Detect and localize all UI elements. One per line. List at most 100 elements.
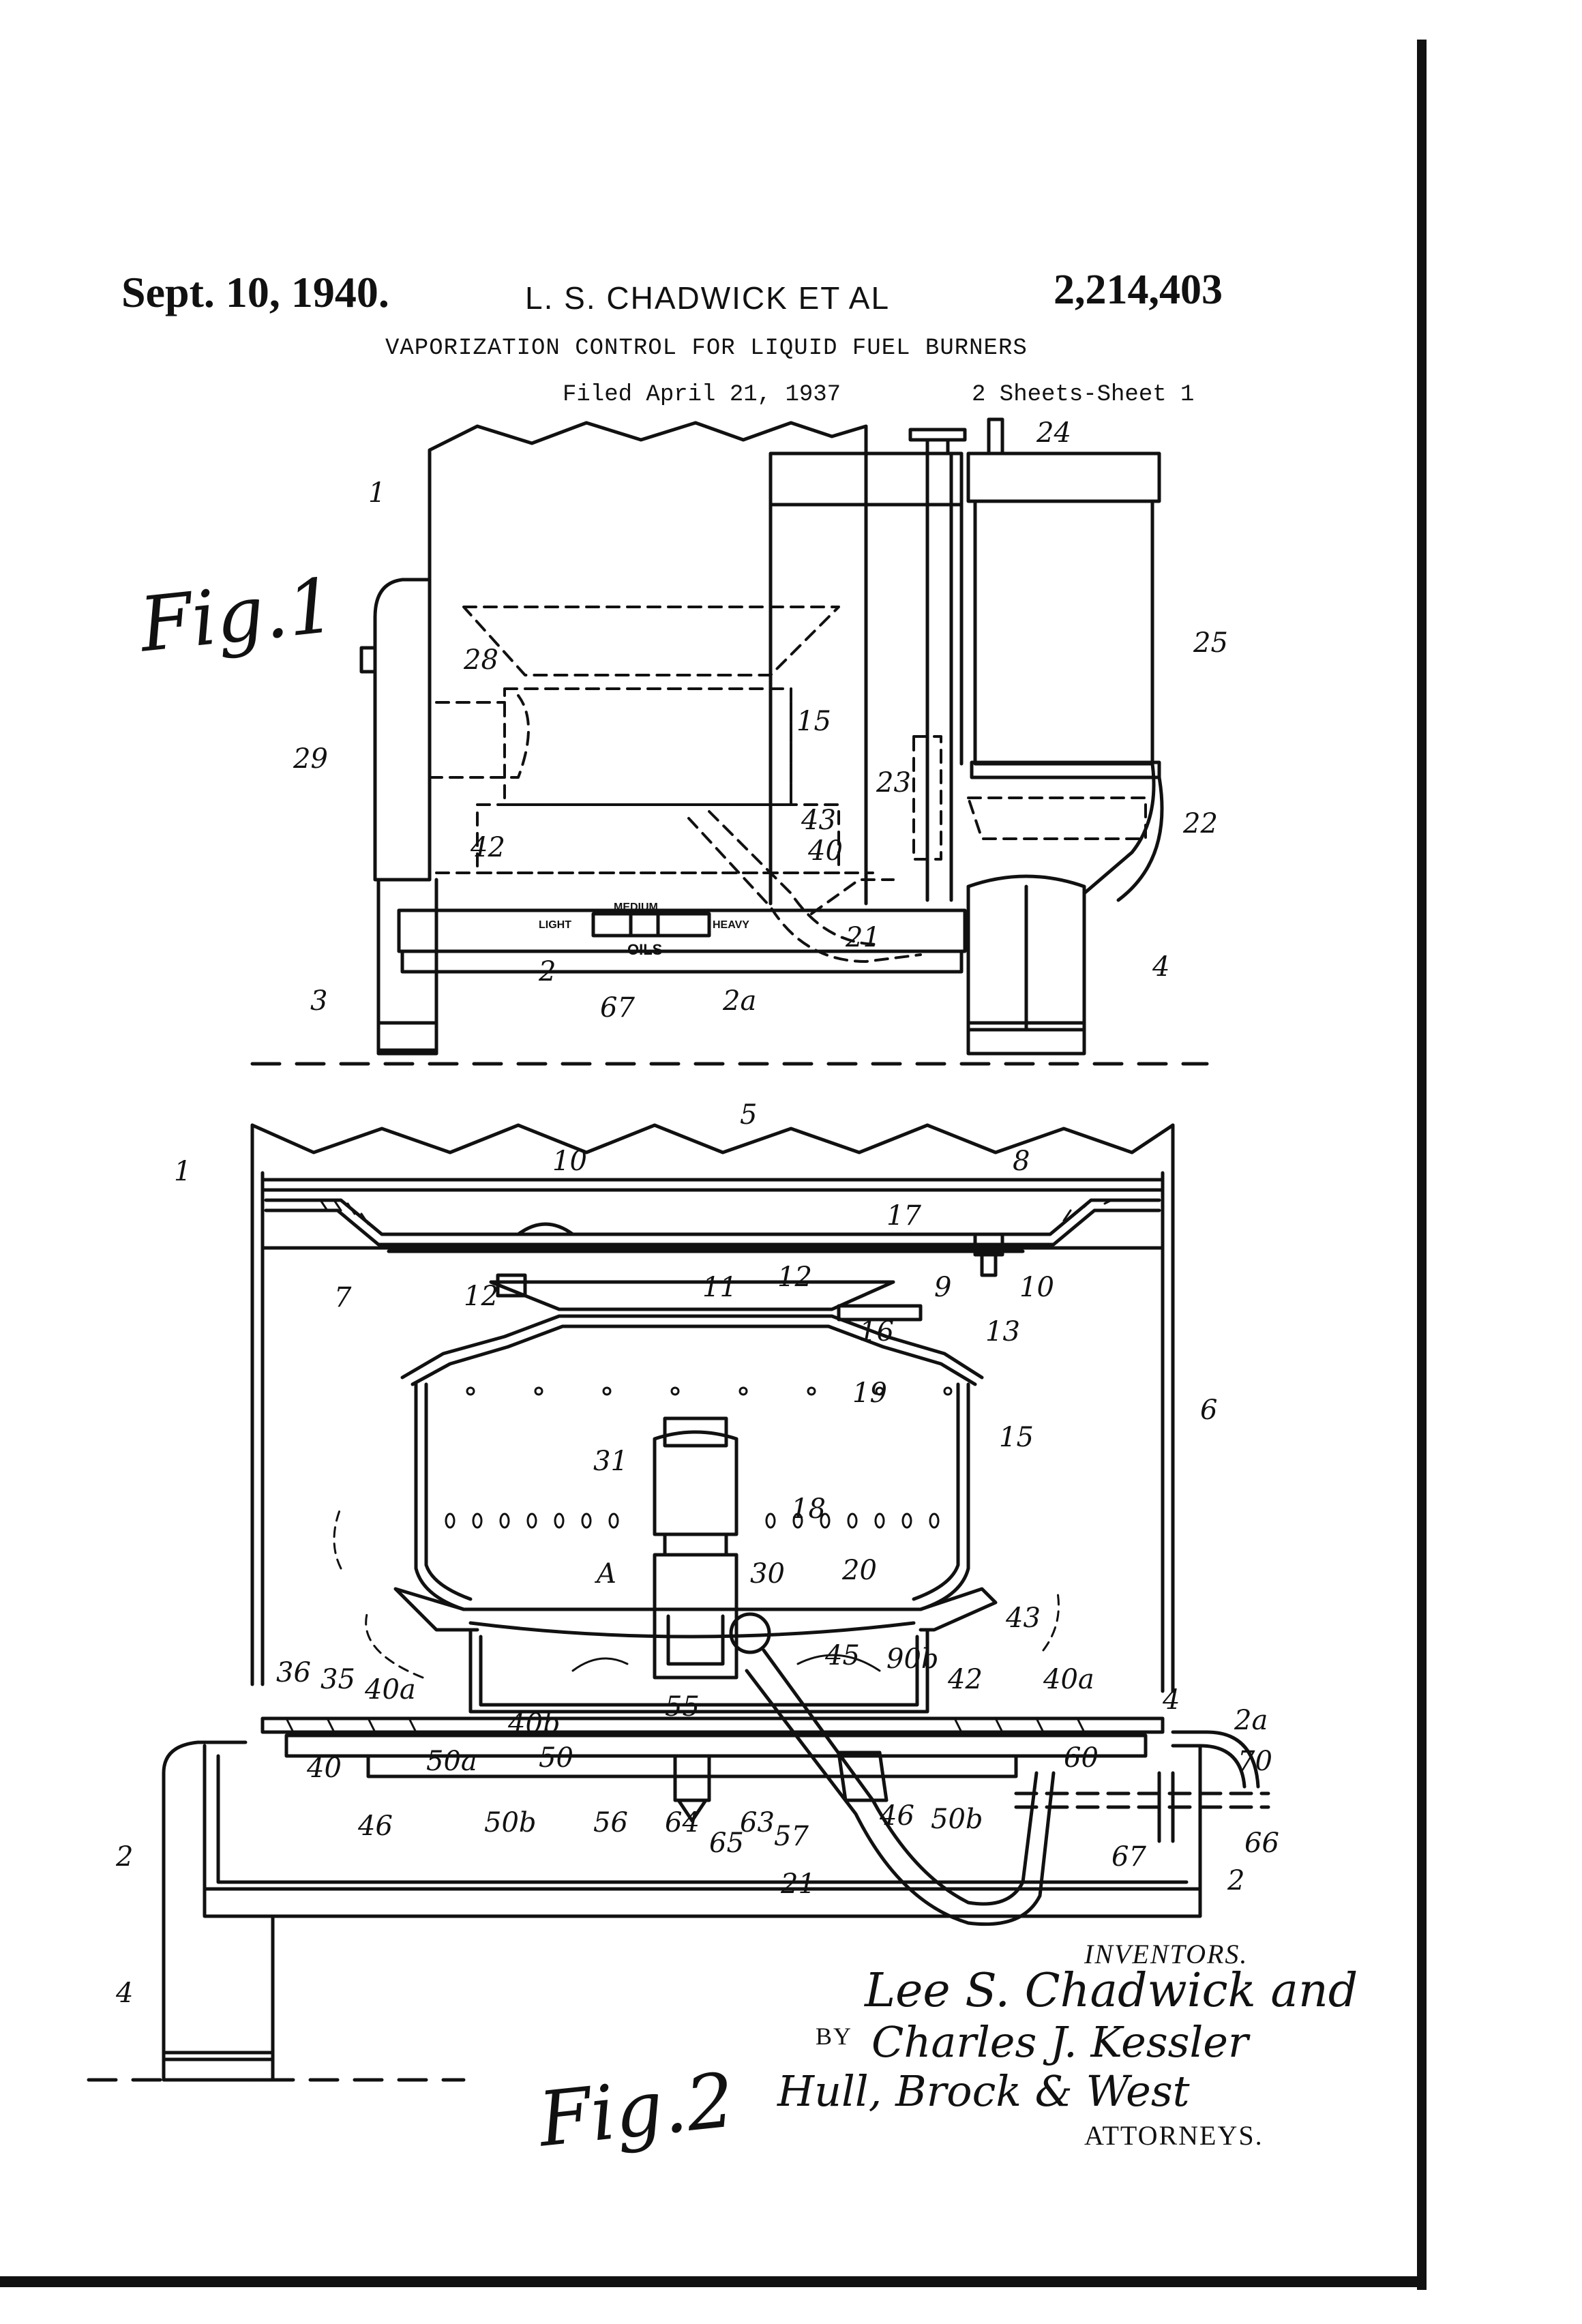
fig2-ref-52: 4 xyxy=(116,1978,133,2009)
attorneys-label: ATTORNEYS. xyxy=(1084,2119,1264,2151)
fig2-ref-5: 12 xyxy=(464,1281,498,1312)
fig1-hidden-top-bowl xyxy=(464,607,839,675)
fig1-dial-oils: OILS xyxy=(627,941,662,959)
fig2-ref-50: 21 xyxy=(781,1868,816,1900)
fig1-ref-1: 24 xyxy=(1036,417,1071,449)
fig1-hidden-lines xyxy=(430,607,1146,962)
fig2-ref-6: 11 xyxy=(702,1272,737,1303)
fig2-hatch-sections xyxy=(286,1200,1111,1732)
fig2-cup-20-inner xyxy=(668,1616,723,1664)
fig1-hidden-pipe-21 xyxy=(689,818,921,962)
fig1-tank-25-cap xyxy=(968,453,1159,501)
fig2-ref-26: 90b xyxy=(886,1643,939,1675)
fig2-ref-30: 2a xyxy=(1234,1705,1268,1736)
fig2-airflow-left2 xyxy=(366,1609,423,1678)
fig2-drawing xyxy=(89,1125,1268,2080)
fig2-ref-28: 40a xyxy=(1043,1664,1094,1695)
fig2-ref-7: 12 xyxy=(777,1262,812,1293)
fig2-ref-46: 50b xyxy=(931,1804,983,1835)
fig1-ref-12: 4 xyxy=(1152,951,1169,983)
fig2-hole-row-18 xyxy=(446,1514,938,1528)
attorneys-signature: Hull, Brock & West xyxy=(777,2066,1190,2116)
fig1-tank-25-body xyxy=(975,501,1152,764)
fig1-dial-pointer xyxy=(631,914,658,936)
fig2-ref-3: 10 xyxy=(552,1146,587,1177)
fig1-dial-medium: MEDIUM xyxy=(614,902,658,914)
fig2-ref-2: 8 xyxy=(1013,1146,1030,1177)
fig2-cylinder-neck xyxy=(665,1534,726,1555)
fig2-ref-29: 4 xyxy=(1163,1684,1180,1716)
fig2-pot-15-left xyxy=(416,1384,464,1609)
fig2-ref-15: 15 xyxy=(999,1422,1034,1453)
inventor2-signature: Charles J. Kessler xyxy=(871,2017,1249,2067)
fig2-ref-51: 2 xyxy=(116,1841,133,1873)
inventor1-signature: Lee S. Chadwick and xyxy=(865,1964,1358,2018)
fig1-hidden-pot-15 xyxy=(436,702,791,798)
fig2-ref-49: 2 xyxy=(1227,1865,1244,1896)
fig2-ref-23: 35 xyxy=(320,1664,355,1695)
fig2-ref-44: 57 xyxy=(774,1821,809,1852)
fig2-ref-16: 31 xyxy=(593,1446,628,1477)
fig1-drawing xyxy=(252,419,1207,1064)
fig1-ref-2: 25 xyxy=(1193,627,1228,659)
fig2-pot-15-right xyxy=(921,1384,968,1609)
fig2-ref-13: 19 xyxy=(852,1377,887,1409)
fig1-vent-pipe xyxy=(989,419,1002,453)
fig2-right-bracket-2a xyxy=(1173,1746,1244,1787)
fig2-airflow-inner xyxy=(573,1658,627,1671)
fig1-feed-pipe xyxy=(927,453,951,900)
fig2-ref-31: 55 xyxy=(665,1691,700,1723)
fig1-door-knob xyxy=(361,648,375,672)
fig2-cylinder-30 xyxy=(655,1555,736,1609)
by-label: BY xyxy=(816,2022,852,2051)
fig2-airflow-left xyxy=(334,1507,341,1568)
fig1-ref-7: 22 xyxy=(1183,808,1218,839)
fig1-dial-plate xyxy=(593,914,709,936)
fig2-ref-37: 70 xyxy=(1238,1746,1272,1777)
fig2-ref-19: 30 xyxy=(750,1558,785,1590)
fig2-ref-11: 16 xyxy=(859,1316,894,1347)
fig1-ref-16: 3 xyxy=(310,985,327,1017)
fig1-door-29 xyxy=(375,580,430,880)
fig2-ref-25: 45 xyxy=(825,1640,860,1671)
fig2-base-2 xyxy=(205,1746,1200,1889)
fig1-ref-14: 67 xyxy=(600,992,635,1024)
fig1-base-lip xyxy=(402,951,961,972)
fig1-ref-11: 21 xyxy=(846,922,880,953)
fig2-ref-20: 20 xyxy=(842,1555,877,1586)
fig2-ref-38: 46 xyxy=(358,1811,393,1842)
fig2-ref-10: 7 xyxy=(334,1282,351,1313)
fig1-ref-6: 23 xyxy=(876,767,911,799)
fig1-dial-heavy: HEAVY xyxy=(713,919,749,932)
fig2-ref-21: 43 xyxy=(1006,1603,1041,1634)
fig2-ref-43: 63 xyxy=(740,1807,775,1838)
fig2-ref-0: 5 xyxy=(740,1099,757,1131)
fig2-top-deflector-inner xyxy=(266,1210,1159,1245)
fig1-cap-24 xyxy=(910,430,965,453)
fig2-ref-34: 50a xyxy=(426,1746,477,1777)
fig1-hidden-base-tray xyxy=(477,805,839,873)
fig2-base-plate-40-lower xyxy=(286,1735,1146,1756)
fig1-ref-4: 15 xyxy=(796,706,831,737)
fig1-ref-0: 1 xyxy=(368,477,385,509)
fig2-ref-35: 50 xyxy=(539,1742,573,1774)
fig2-left-leg-4-foot xyxy=(164,2053,273,2080)
fig1-ref-9: 42 xyxy=(471,832,505,863)
fig2-ref-36: 60 xyxy=(1064,1742,1099,1774)
fig1-ref-15: 2a xyxy=(723,985,756,1017)
fig2-ref-12: 13 xyxy=(985,1316,1020,1347)
fig2-pot-15-right-inner xyxy=(914,1384,958,1599)
fig2-ref-27: 42 xyxy=(948,1664,983,1695)
fig2-airflow-right xyxy=(1043,1589,1059,1650)
fig1-hidden-door-28 xyxy=(430,696,528,777)
fig2-ref-45: 46 xyxy=(880,1800,914,1832)
fig2-pot-bottom-A xyxy=(464,1609,921,1637)
fig2-ref-4: 17 xyxy=(886,1200,921,1232)
fig2-top-plate-8 xyxy=(263,1180,1163,1190)
fig1-ref-8: 43 xyxy=(801,805,836,836)
fig2-ref-9: 10 xyxy=(1019,1272,1054,1303)
fig2-ref-18: A xyxy=(597,1558,616,1590)
fig2-ref-32: 40b xyxy=(508,1708,561,1740)
fig1-ref-13: 2 xyxy=(539,956,556,987)
